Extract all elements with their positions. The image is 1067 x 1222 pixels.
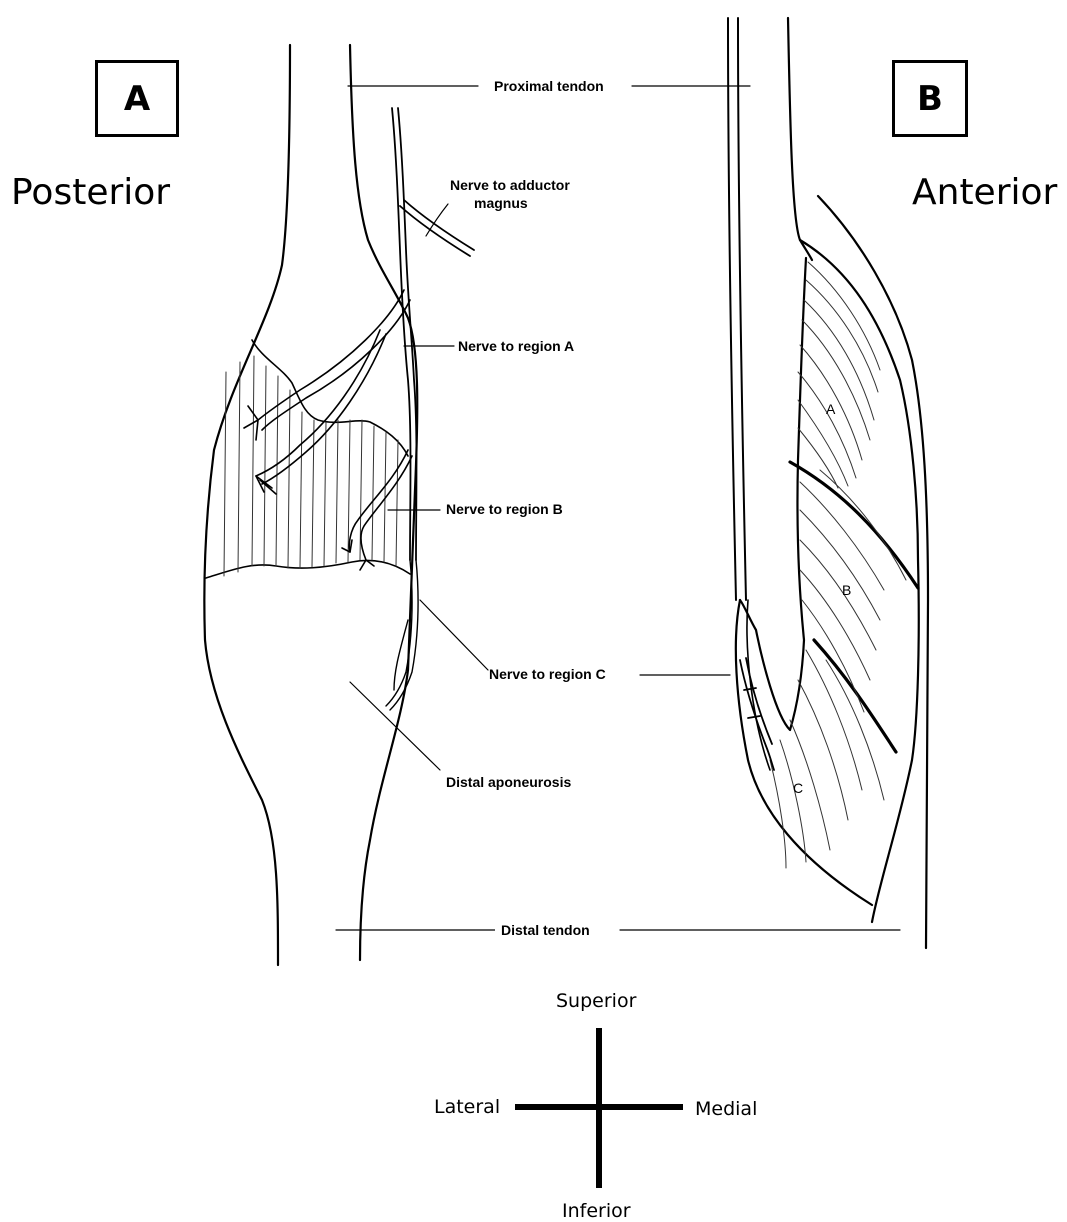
aponeurosis-boundary [206, 561, 410, 579]
anterior-shaft-left-2 [738, 18, 746, 600]
medial-label: Medial [695, 1100, 757, 1119]
nerve-adductor-branch [400, 200, 474, 256]
nerve-region-b-label: Nerve to region B [446, 500, 563, 518]
posterior-title: Posterior [11, 175, 170, 211]
anterior-fibres [770, 262, 906, 868]
posterior-left-outline [204, 45, 290, 965]
panel-a-label: A [95, 60, 179, 137]
panel-b-label: B [892, 60, 968, 137]
region-b-letter: B [842, 583, 851, 597]
nerve-adductor-label-line2: magnus [474, 194, 528, 212]
anterior-muscle-outline [800, 240, 919, 922]
anterior-shaft-left-1 [728, 18, 736, 600]
inferior-label: Inferior [562, 1202, 631, 1221]
anterior-tendon-edge [740, 258, 806, 730]
anterior-view-drawing [728, 18, 928, 948]
anterior-inner-edge [747, 600, 770, 770]
anterior-shaft-right [788, 18, 812, 260]
nerve-region-c-branches [386, 560, 418, 710]
nerve-region-c-label: Nerve to region C [489, 665, 606, 683]
distal-tendon-label: Distal tendon [495, 921, 596, 939]
panel-a-letter: A [124, 79, 150, 119]
panel-b-letter: B [917, 79, 943, 119]
distal-aponeurosis-label: Distal aponeurosis [446, 773, 571, 791]
anterior-title: Anterior [912, 175, 1057, 211]
lateral-label: Lateral [434, 1098, 500, 1117]
region-upper-boundary [252, 340, 408, 456]
posterior-right-outline [350, 45, 417, 960]
proximal-tendon-label: Proximal tendon [488, 77, 610, 95]
region-b-c-separator [814, 640, 896, 752]
posterior-fibres [224, 356, 398, 576]
nerve-adductor-label-line1: Nerve to adductor [450, 176, 570, 194]
orientation-cross [515, 1028, 683, 1188]
superior-label: Superior [556, 992, 636, 1011]
region-c-letter: C [793, 781, 803, 795]
region-a-b-separator [790, 462, 918, 588]
region-a-letter: A [826, 402, 835, 416]
nerve-region-a-label: Nerve to region A [458, 337, 574, 355]
anterior-nerve-c [740, 658, 774, 770]
